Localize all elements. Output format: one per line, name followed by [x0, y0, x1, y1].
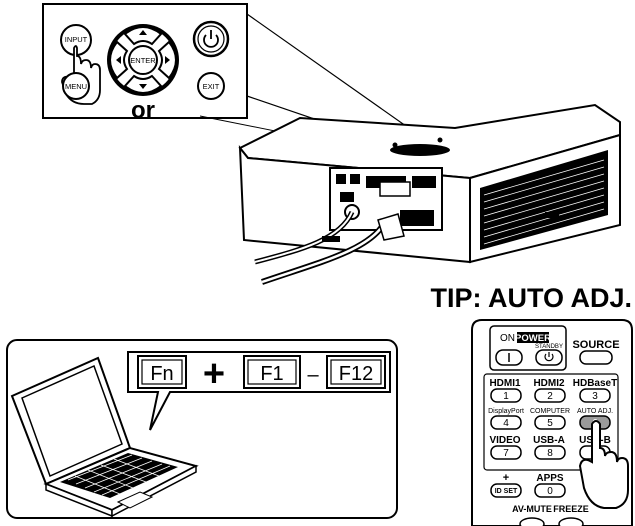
usb-a-label: USB-A: [533, 435, 565, 446]
svg-text:7: 7: [503, 448, 509, 459]
menu-button[interactable]: MENU: [62, 72, 90, 100]
up-arrow-button[interactable]: [139, 30, 147, 35]
key-combo-bubble: [127, 351, 391, 431]
remote-button-3[interactable]: 3: [579, 388, 611, 403]
hdmi1-label: HDMI1: [489, 378, 521, 389]
apps-label: APPS: [536, 473, 564, 484]
hand-pointer-icon: [578, 420, 629, 509]
svg-text:INPUT: INPUT: [65, 35, 88, 44]
hdmi2-label: HDMI2: [533, 378, 565, 389]
enter-button[interactable]: ENTER: [128, 45, 158, 75]
plus-sign: +: [203, 353, 225, 395]
freeze-label: FREEZE: [553, 504, 589, 514]
svg-text:STANDBY: STANDBY: [535, 344, 563, 350]
svg-text:Fn: Fn: [150, 363, 173, 385]
remote-standby-button[interactable]: [535, 349, 563, 366]
svg-text:1: 1: [503, 391, 509, 402]
remote-button-0[interactable]: 0: [534, 483, 566, 498]
video-label: VIDEO: [489, 435, 520, 446]
input-button-group: [483, 373, 619, 471]
svg-text:2: 2: [547, 391, 553, 402]
hdbaset-label: HDBaseT: [573, 378, 617, 389]
auto-adj-label: AUTO ADJ.: [577, 408, 613, 415]
svg-text:4: 4: [503, 418, 509, 429]
remote-button-7[interactable]: 7: [490, 445, 522, 460]
svg-text:ID SET: ID SET: [495, 488, 518, 495]
right-arrow-button[interactable]: [165, 56, 170, 64]
remote-button-5[interactable]: 5: [534, 415, 566, 430]
svg-text:F12: F12: [339, 363, 373, 385]
svg-text:5: 5: [547, 418, 553, 429]
remote-button-2[interactable]: 2: [534, 388, 566, 403]
projector-illustration: [238, 103, 621, 285]
remote-av-mute-button[interactable]: [519, 517, 545, 526]
svg-text:MENU: MENU: [65, 82, 87, 91]
svg-text:8: 8: [547, 448, 553, 459]
laptop-illustration: [10, 356, 199, 518]
f1-key: F1: [243, 355, 301, 389]
remote-button-8[interactable]: 8: [534, 445, 566, 460]
computer-label: COMPUTER: [530, 408, 570, 415]
fn-key: Fn: [137, 355, 187, 389]
f12-key: F12: [326, 355, 386, 389]
remote-freeze-button[interactable]: [558, 517, 584, 526]
remote-id-set-button[interactable]: ID SET: [490, 483, 522, 498]
power-icon: [203, 30, 219, 48]
svg-text:3: 3: [592, 391, 598, 402]
displayport-label: DisplayPort: [488, 408, 524, 415]
svg-text:F1: F1: [260, 363, 283, 385]
svg-text:ENTER: ENTER: [130, 56, 156, 65]
remote-button-1[interactable]: 1: [490, 388, 522, 403]
av-mute-label: AV-MUTE: [512, 504, 552, 514]
id-plus-label: +: [503, 472, 509, 484]
exit-button[interactable]: EXIT: [197, 72, 225, 100]
range-dash: –: [307, 364, 319, 386]
left-arrow-button[interactable]: [116, 56, 121, 64]
svg-text:SOURCE: SOURCE: [572, 339, 619, 351]
or-label: or: [131, 97, 155, 124]
svg-text:ON: ON: [500, 333, 515, 344]
tip-title: TIP: AUTO ADJ.: [430, 283, 632, 313]
remote-on-button[interactable]: [495, 349, 523, 366]
down-arrow-button[interactable]: [139, 84, 147, 89]
remote-source-button[interactable]: SOURCE: [572, 339, 620, 365]
svg-text:0: 0: [547, 486, 553, 497]
remote-button-4[interactable]: 4: [490, 415, 522, 430]
svg-text:POWER: POWER: [515, 333, 551, 344]
svg-text:EXIT: EXIT: [203, 82, 220, 91]
